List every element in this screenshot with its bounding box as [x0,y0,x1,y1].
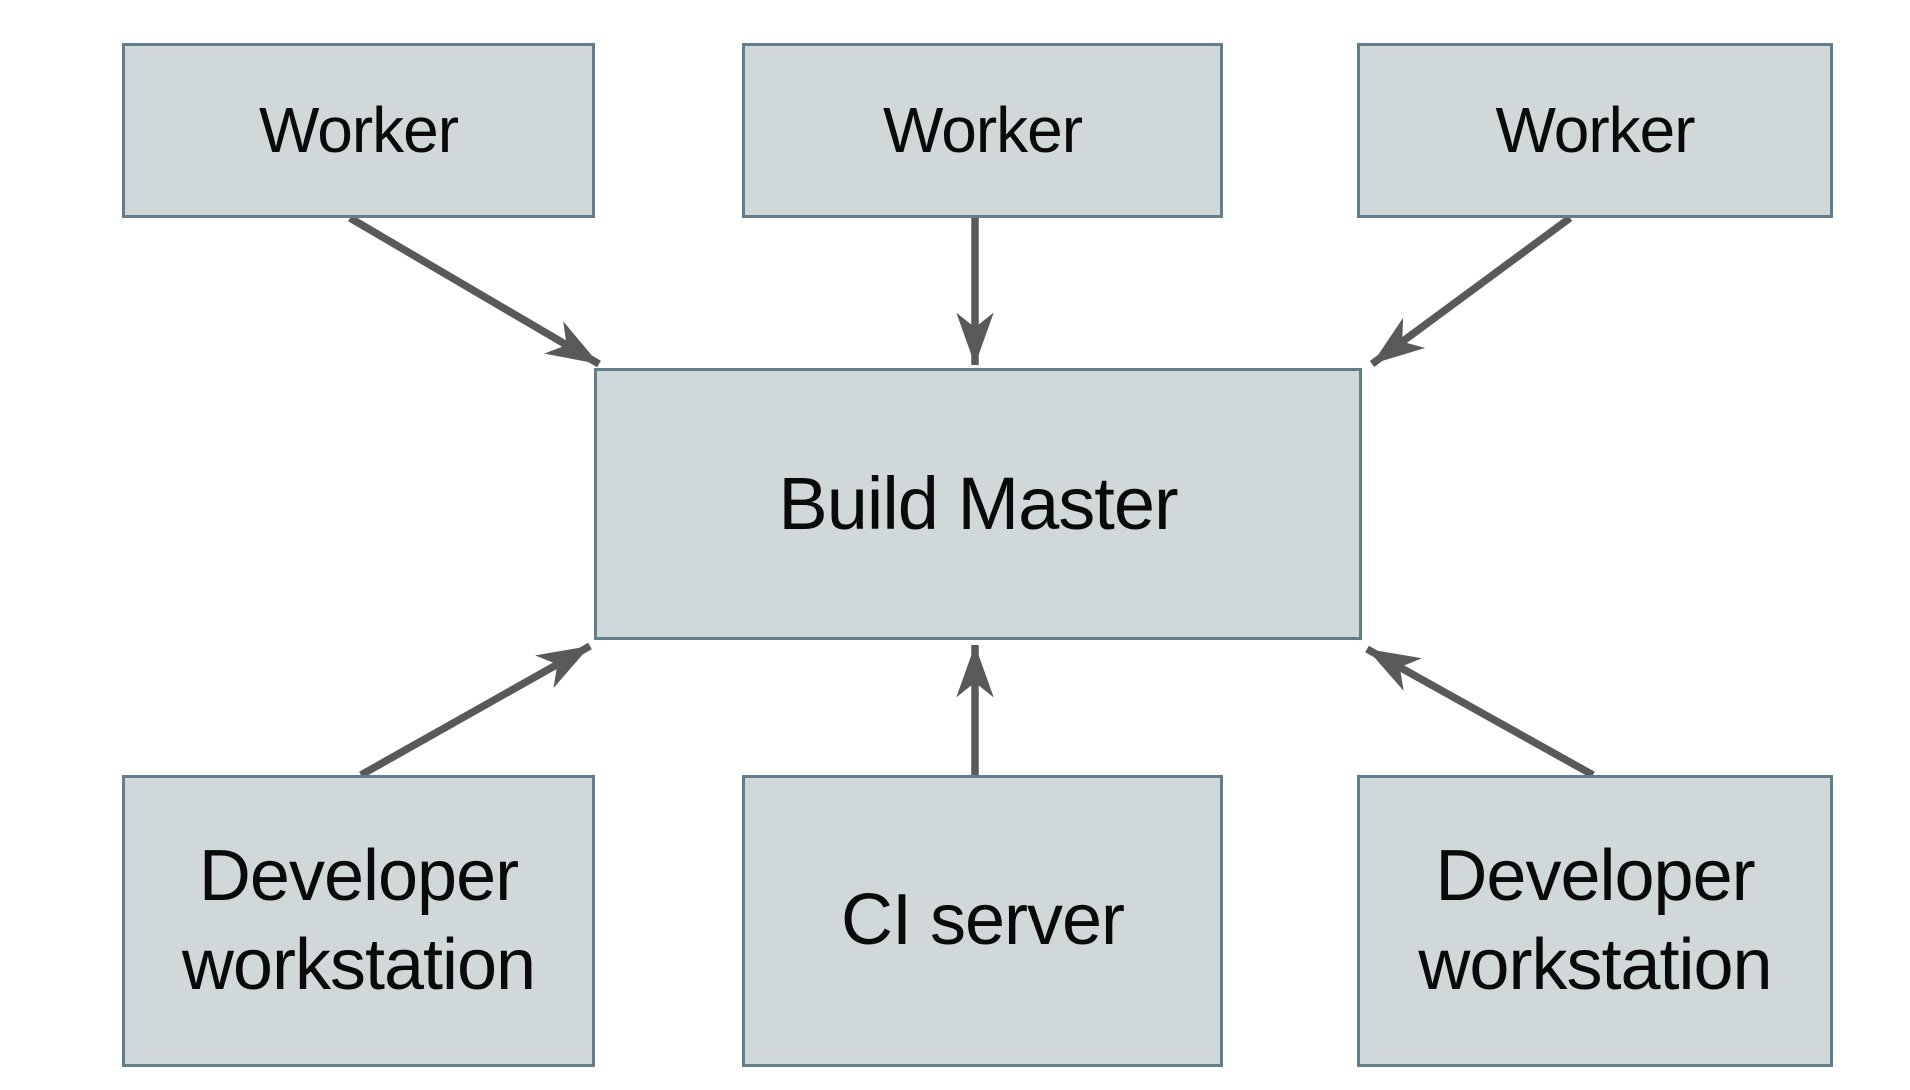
node-ci-server-label: CI server [840,880,1125,961]
node-ci-server: CI server [742,775,1223,1067]
node-developer-workstation-left-label: Developer workstation [181,835,536,1005]
edge-worker-1-to-build-master [348,214,601,368]
edge-worker-3-to-build-master [1369,214,1573,368]
node-worker-3: Worker [1357,43,1833,218]
node-worker-2-label: Worker [882,93,1083,166]
edge-developer-workstation-left-to-build-master [359,642,592,779]
node-developer-workstation-left: Developer workstation [122,775,595,1067]
node-worker-1-label: Worker [258,93,459,166]
node-developer-workstation-right-label: Developer workstation [1418,835,1772,1005]
node-worker-2: Worker [742,43,1223,218]
node-build-master-label: Build Master [778,462,1178,546]
node-build-master: Build Master [594,368,1362,640]
node-developer-workstation-right: Developer workstation [1357,775,1833,1067]
node-worker-3-label: Worker [1495,93,1695,166]
node-worker-1: Worker [122,43,595,218]
edge-developer-workstation-right-to-build-master [1365,645,1595,779]
